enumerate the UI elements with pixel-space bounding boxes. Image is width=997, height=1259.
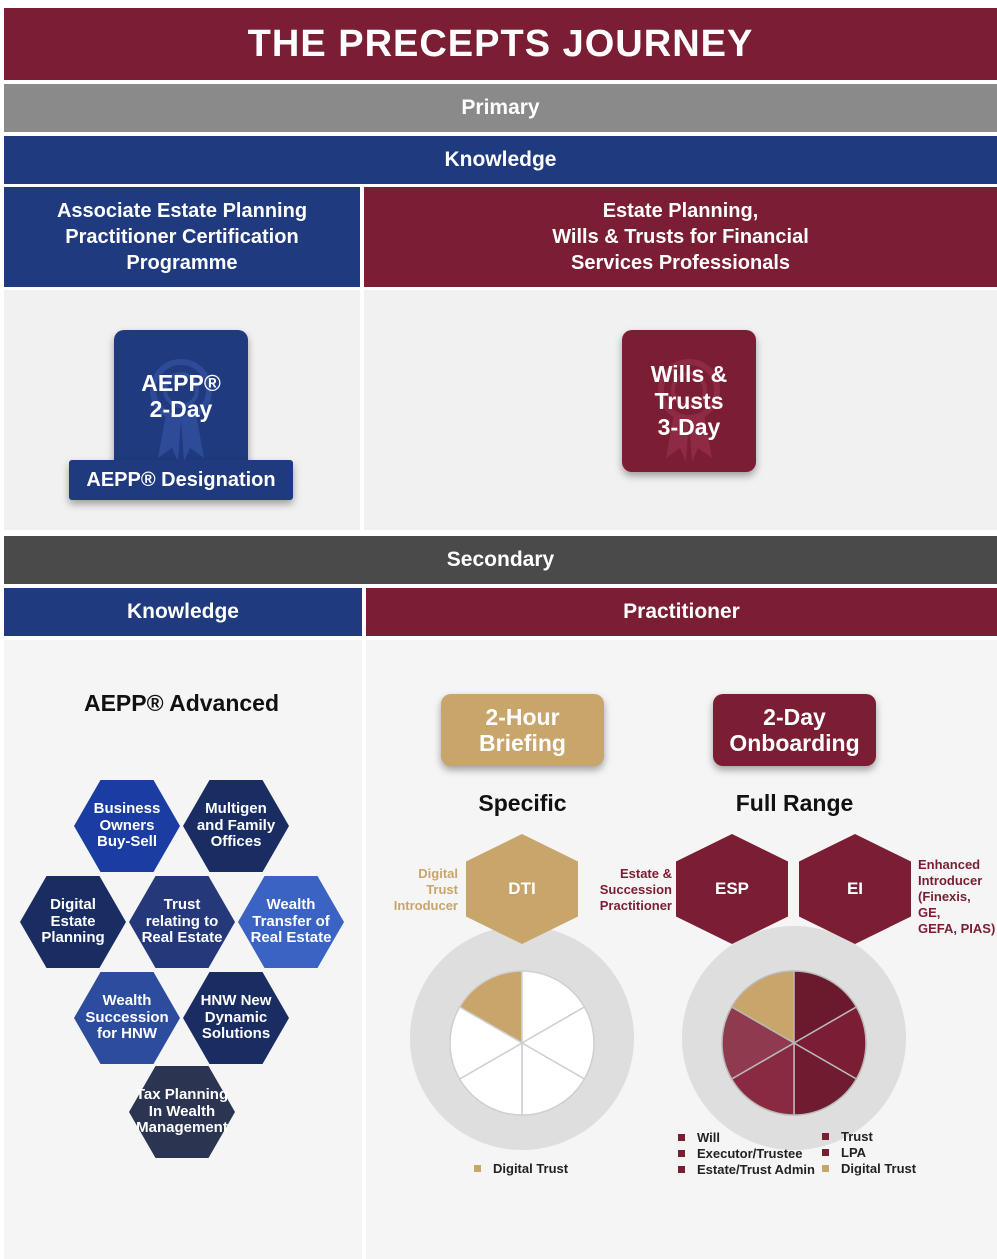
esp-hex: ESP (676, 834, 788, 944)
aepp-advanced-title: AEPP® Advanced (83, 690, 280, 716)
ribbon-icon (150, 359, 212, 462)
aepp-programme-title: Associate Estate Planning Practitioner C… (56, 200, 308, 274)
pie-slice (721, 1005, 796, 1081)
onboarding-badge: 2-Day Onboarding (713, 694, 876, 766)
pie-slice (730, 970, 795, 1045)
aepp-2day-badge: AEPP® 2-Day (114, 330, 248, 472)
pie-slice (458, 970, 523, 1045)
secondary-knowledge-label: Knowledge (126, 600, 239, 623)
pie-slice (793, 970, 858, 1045)
pie-slice (449, 1005, 524, 1081)
dti-hex: DTI (466, 834, 578, 944)
onboarding-legend-digital-trust: Digital Trust (822, 1161, 916, 1176)
wills-3day-badge: Wills & Trusts 3-Day (622, 330, 756, 472)
esp-side-label: Estate & Succession Practitioner (599, 866, 672, 913)
secondary-knowledge-bar: Knowledge (4, 588, 362, 636)
practitioner-bar: Practitioner (366, 588, 997, 636)
pie-slice (792, 1005, 867, 1081)
pie-slice (458, 1041, 523, 1116)
pie-slice (521, 970, 586, 1045)
hex-hnw-solutions: HNW New Dynamic Solutions (183, 972, 289, 1064)
ei-side-label: Enhanced Introducer (Finexis, GE, GEFA, … (918, 857, 996, 936)
onboarding-label: 2-Day Onboarding (729, 703, 860, 756)
hex-wealth-succession: Wealth Succession for HNW (74, 972, 180, 1064)
briefing-legend-digital-trust: Digital Trust (474, 1161, 568, 1176)
primary-knowledge-bar: Knowledge (4, 136, 997, 184)
onboarding-legend-will: Will (678, 1130, 720, 1145)
wills-programme-header: Estate Planning, Wills & Trusts for Fina… (364, 187, 997, 287)
page-title: THE PRECEPTS JOURNEY (247, 22, 754, 65)
hex-trust-real-estate: Trust relating to Real Estate (129, 876, 235, 968)
onboarding-pie (721, 970, 867, 1116)
pie-slice (730, 1041, 795, 1116)
dti-side-label: Digital Trust Introducer (393, 866, 458, 913)
secondary-bar: Secondary (4, 536, 997, 584)
hex-business-owners: Business Owners Buy-Sell (74, 780, 180, 872)
onboarding-legend-estate-admin: Estate/Trust Admin (678, 1162, 815, 1177)
hex-tax-planning: Tax Planning In Wealth Management (129, 1066, 235, 1158)
hex-multigen-offices: Multigen and Family Offices (183, 780, 289, 872)
wills-3day-label: Wills & Trusts 3-Day (650, 361, 728, 441)
pie-slice (520, 1005, 595, 1081)
onboarding-legend-trust: Trust (822, 1129, 873, 1144)
hex-wealth-transfer: Wealth Transfer of Real Estate (238, 876, 344, 968)
hex-digital-estate-planning: Digital Estate Planning (20, 876, 126, 968)
aepp-designation-label: AEPP® Designation (86, 468, 276, 491)
practitioner-label: Practitioner (623, 600, 740, 623)
primary-label: Primary (461, 96, 540, 119)
briefing-pie (449, 970, 595, 1116)
briefing-label: 2-Hour Briefing (479, 703, 566, 756)
aepp-designation-badge: AEPP® Designation (69, 460, 293, 500)
ribbon-icon (658, 359, 720, 462)
briefing-badge: 2-Hour Briefing (441, 694, 604, 766)
wills-programme-title: Estate Planning, Wills & Trusts for Fina… (552, 200, 809, 274)
ei-hex: EI (799, 834, 911, 944)
secondary-label: Secondary (446, 548, 555, 571)
onboarding-subtitle: Full Range (735, 790, 854, 816)
legend-swatch (474, 1165, 481, 1172)
aepp-2day-label: AEPP® 2-Day (141, 370, 221, 423)
pie-slice (793, 1041, 858, 1116)
primary-bar: Primary (4, 84, 997, 132)
primary-knowledge-label: Knowledge (444, 148, 557, 171)
aepp-programme-header: Associate Estate Planning Practitioner C… (4, 187, 360, 287)
onboarding-legend-lpa: LPA (822, 1145, 866, 1160)
pie-slice (521, 1041, 586, 1116)
briefing-subtitle: Specific (478, 790, 567, 816)
page-title-bar: THE PRECEPTS JOURNEY (4, 8, 997, 80)
onboarding-legend-executor: Executor/Trustee (678, 1146, 803, 1161)
